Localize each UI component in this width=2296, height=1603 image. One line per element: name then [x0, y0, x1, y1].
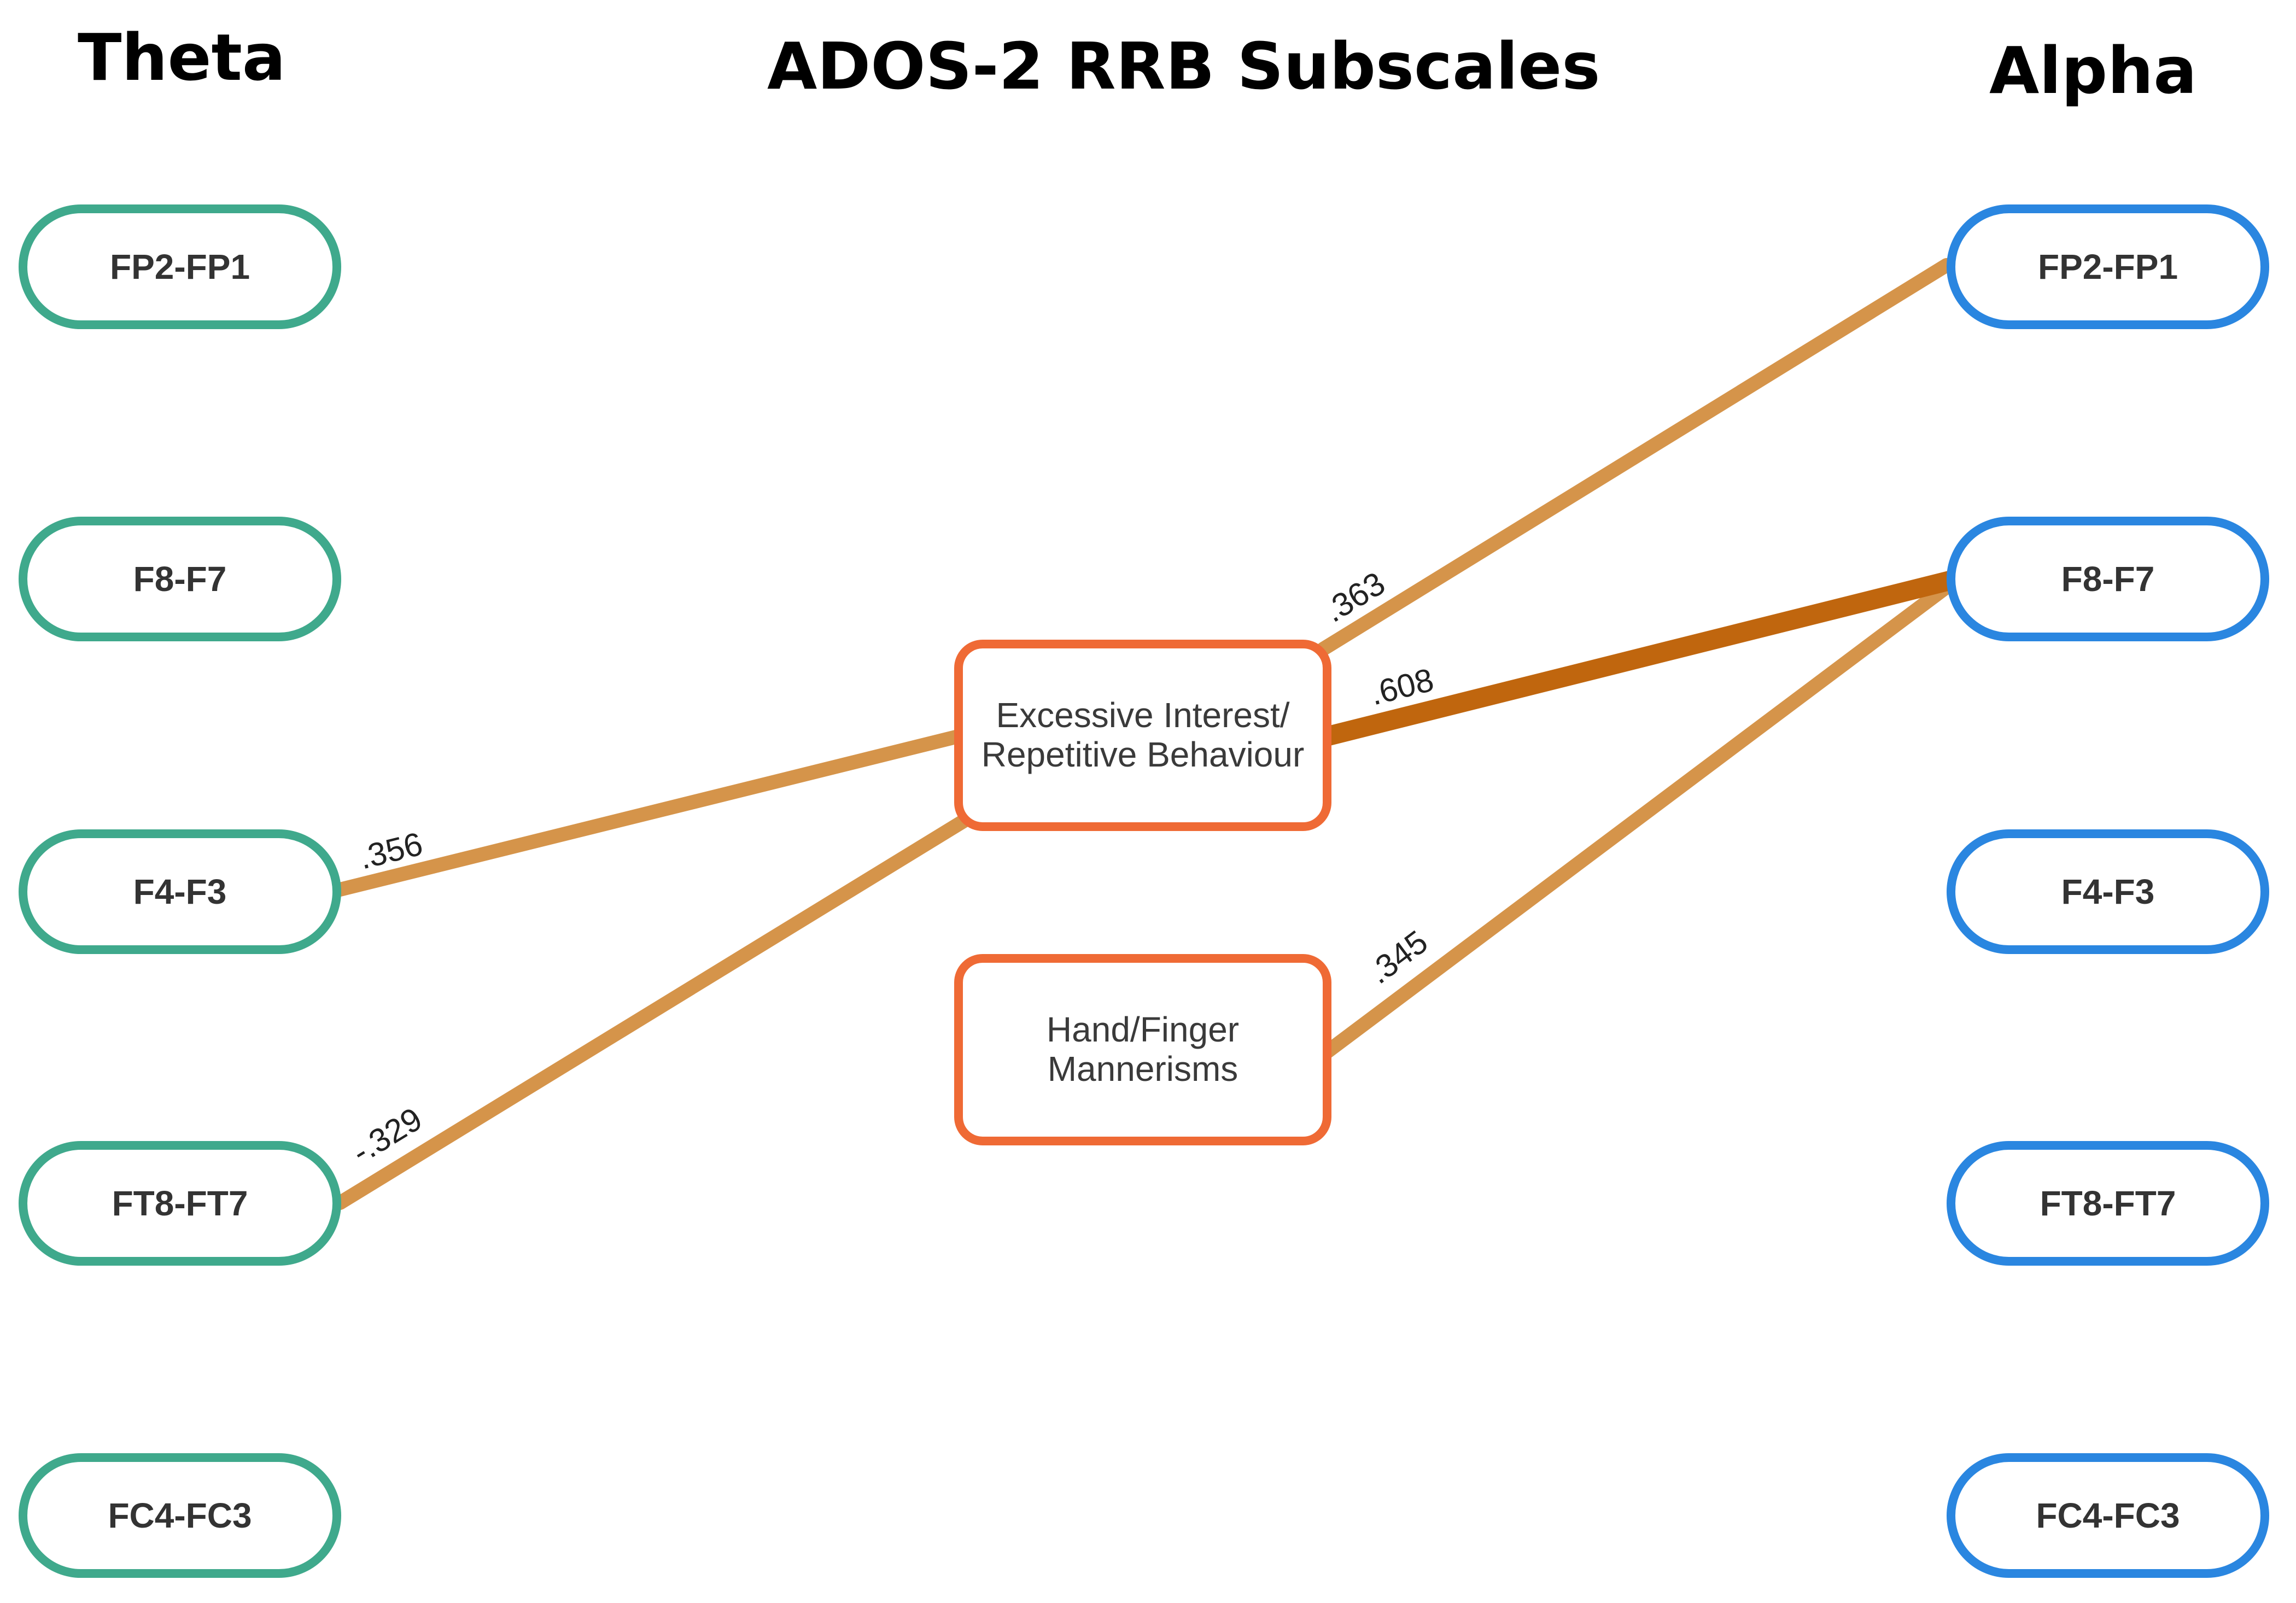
- theta-node-f8-f7: F8-F7: [19, 517, 341, 641]
- alpha-node-f8-f7: F8-F7: [1947, 517, 2269, 641]
- subscale-excessive-interest: Excessive Interest/ Repetitive Behaviour: [954, 640, 1331, 831]
- edge-theta-ft8-ft7-to-excessive-interest: [333, 811, 975, 1210]
- subscale-hand-finger: Hand/Finger Mannerisms: [954, 954, 1331, 1145]
- node-label: FC4-FC3: [108, 1496, 252, 1535]
- diagram-title: ADOS-2 RRB Subscales: [767, 28, 1600, 104]
- edge-excessive-interest-to-alpha-f8-f7: [1319, 571, 1959, 746]
- alpha-heading: Alpha: [1989, 33, 2197, 108]
- alpha-node-fc4-fc3: FC4-FC3: [1947, 1453, 2269, 1578]
- theta-node-ft8-ft7: FT8-FT7: [19, 1141, 341, 1266]
- edge-excessive-interest-to-alpha-fp2-fp1: [1316, 258, 1954, 656]
- node-label: F4-F3: [2061, 872, 2155, 911]
- node-label: F8-F7: [133, 559, 227, 599]
- node-label: FT8-FT7: [2040, 1184, 2176, 1223]
- alpha-node-fp2-fp1: FP2-FP1: [1947, 204, 2269, 329]
- node-label: F4-F3: [133, 872, 227, 911]
- subscale-label: Excessive Interest/ Repetitive Behaviour: [981, 695, 1305, 774]
- theta-node-fp2-fp1: FP2-FP1: [19, 204, 341, 329]
- node-label: FP2-FP1: [109, 247, 250, 286]
- alpha-node-ft8-ft7: FT8-FT7: [1947, 1141, 2269, 1266]
- node-label: FC4-FC3: [2036, 1496, 2180, 1535]
- edge-hand-finger-to-alpha-f8-f7: [1320, 578, 1956, 1059]
- theta-heading: Theta: [78, 20, 286, 95]
- node-label: FP2-FP1: [2037, 247, 2178, 286]
- alpha-node-f4-f3: F4-F3: [1947, 829, 2269, 954]
- theta-node-fc4-fc3: FC4-FC3: [19, 1453, 341, 1578]
- theta-node-f4-f3: F4-F3: [19, 829, 341, 954]
- node-label: F8-F7: [2061, 559, 2155, 599]
- subscale-label: Hand/Finger Mannerisms: [1046, 1010, 1240, 1089]
- edge-theta-f4-f3-to-excessive-interest: [333, 729, 965, 897]
- node-label: FT8-FT7: [112, 1184, 248, 1223]
